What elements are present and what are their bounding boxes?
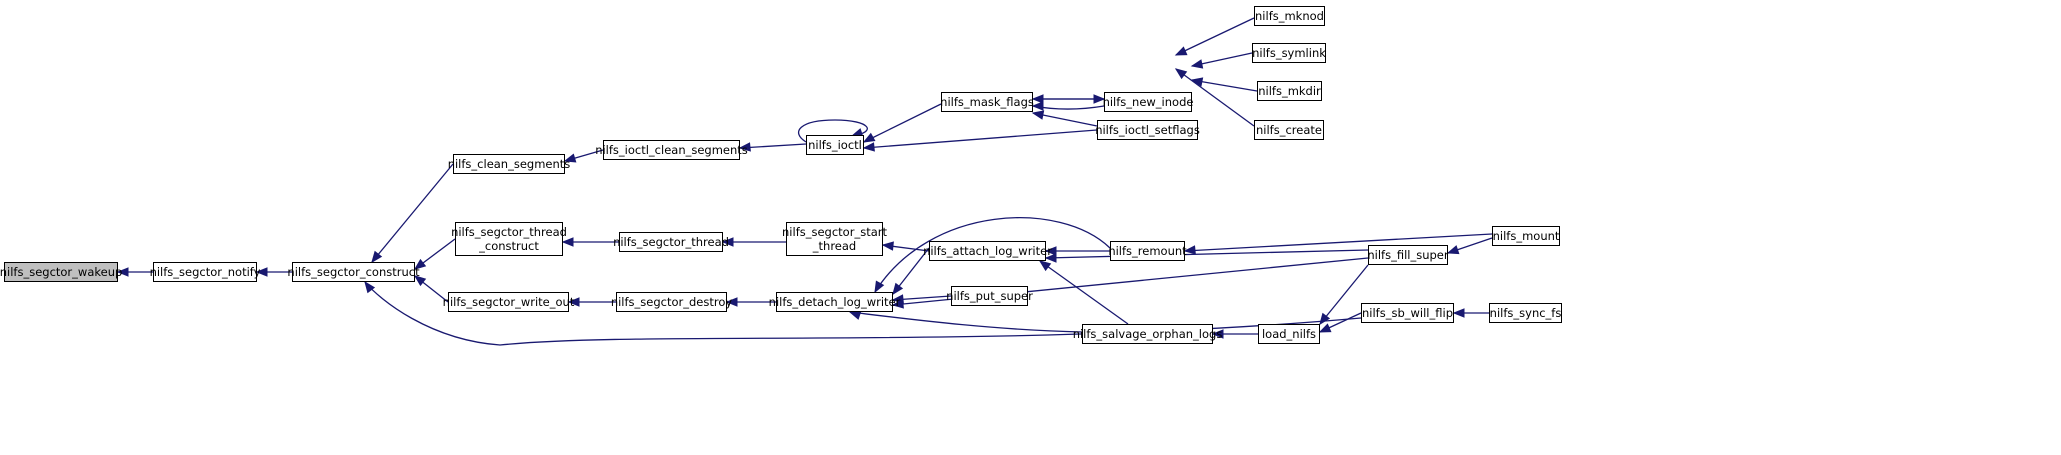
edge-arrowhead (364, 280, 376, 294)
node-nilfs-sync-fs[interactable]: nilfs_sync_fs (1489, 303, 1562, 323)
edge-line (863, 129, 1098, 149)
node-nilfs-mkdir[interactable]: nilfs_mkdir (1257, 81, 1322, 101)
edge-arrowhead (738, 142, 751, 152)
edge-arrowhead (116, 267, 129, 277)
node-nilfs-ioctl-setflags[interactable]: nilfs_ioctl_setflags (1095, 120, 1200, 140)
edge-arrowhead (255, 267, 268, 277)
node-nilfs-clean-segments[interactable]: nilfs_clean_segments (448, 154, 570, 174)
edge-line (1319, 264, 1369, 325)
edge-line (863, 103, 942, 143)
edge-arrowhead (1446, 245, 1460, 255)
node-nilfs-put-super[interactable]: nilfs_put_super (946, 286, 1033, 306)
node-nilfs-segctor-thread-construct[interactable]: nilfs_segctor_thread _construct (451, 222, 567, 256)
edge-line (1175, 17, 1255, 56)
edge-arrowhead (1038, 260, 1052, 272)
edge-line (797, 119, 868, 143)
edge-arrowhead (1452, 308, 1465, 318)
edge-arrowhead (1031, 110, 1045, 120)
edge-line (1032, 112, 1098, 127)
edge-arrowhead (848, 310, 862, 320)
node-nilfs-remount[interactable]: nilfs_remount (1108, 241, 1187, 261)
node-nilfs-symlink[interactable]: nilfs_symlink (1252, 43, 1326, 63)
node-nilfs-salvage-orphan-logs[interactable]: nilfs_salvage_orphan_logs (1073, 324, 1222, 344)
node-nilfs-fill-super[interactable]: nilfs_fill_super (1367, 245, 1449, 265)
edge-arrowhead (1190, 59, 1204, 69)
edge-arrowhead (1044, 246, 1057, 256)
node-nilfs-new-inode[interactable]: nilfs_new_inode (1103, 92, 1193, 112)
node-nilfs-segctor-start-thread[interactable]: nilfs_segctor_start _thread (782, 222, 887, 256)
node-nilfs-mount[interactable]: nilfs_mount (1492, 226, 1560, 246)
node-load-nilfs[interactable]: load_nilfs (1258, 324, 1320, 344)
edge-arrowhead (561, 237, 574, 247)
edge-line (1039, 260, 1129, 325)
edge-arrowhead (862, 132, 876, 143)
node-nilfs-ioctl-clean-segments[interactable]: nilfs_ioctl_clean_segments (595, 140, 748, 160)
edge-line (874, 217, 1111, 293)
node-nilfs-detach-log-writer[interactable]: nilfs_detach_log_writer (769, 292, 900, 312)
edge-arrowhead (563, 153, 577, 163)
edge-arrowhead (862, 142, 875, 152)
edge-line (1045, 249, 1369, 259)
node-nilfs-segctor-construct[interactable]: nilfs_segctor_construct (287, 262, 420, 282)
edge-arrowhead (721, 237, 734, 247)
node-nilfs-create[interactable]: nilfs_create (1254, 120, 1324, 140)
edge-arrowhead (892, 282, 904, 296)
edge-line (849, 311, 1083, 333)
edge-arrowhead (1183, 245, 1196, 255)
edge-arrowhead (725, 297, 738, 307)
node-nilfs-segctor-thread[interactable]: nilfs_segctor_thread (613, 232, 729, 252)
edge-arrowhead (1031, 101, 1044, 111)
edge-arrowhead (881, 241, 894, 251)
edge-arrowhead (413, 275, 427, 287)
edge-arrowhead (1093, 94, 1106, 104)
edge-line (739, 143, 807, 149)
edge-arrowhead (371, 250, 383, 264)
edge-line (1191, 79, 1258, 92)
node-nilfs-attach-log-writer[interactable]: nilfs_attach_log_writer (923, 241, 1052, 261)
node-nilfs-sb-will-flip[interactable]: nilfs_sb_will_flip (1361, 303, 1454, 323)
edge-line (1175, 68, 1255, 127)
node-nilfs-segctor-wakeup: nilfs_segctor_wakeup (0, 262, 122, 282)
node-nilfs-mask-flags[interactable]: nilfs_mask_flags (940, 92, 1034, 112)
node-nilfs-ioctl[interactable]: nilfs_ioctl (806, 135, 864, 155)
edge-line (1184, 233, 1493, 252)
edge-arrowhead (1044, 253, 1057, 263)
edge-arrowhead (567, 297, 580, 307)
edge-arrowhead (1318, 323, 1332, 333)
edge-arrowhead (1190, 77, 1204, 87)
edge-line (1032, 105, 1105, 110)
node-nilfs-mknod[interactable]: nilfs_mknod (1254, 6, 1325, 26)
node-nilfs-segctor-destroy[interactable]: nilfs_segctor_destroy (611, 292, 732, 312)
edge-line (371, 163, 454, 263)
edge-arrowhead (1174, 46, 1188, 56)
edge-arrowhead (413, 258, 427, 270)
edge-arrowhead (891, 299, 904, 309)
edge-arrowhead (874, 280, 885, 294)
edge-arrowhead (1174, 68, 1188, 80)
node-nilfs-segctor-write-out[interactable]: nilfs_segctor_write_out (443, 292, 574, 312)
node-nilfs-segctor-notify[interactable]: nilfs_segctor_notify (150, 262, 260, 282)
edge-arrowhead (1211, 329, 1224, 339)
